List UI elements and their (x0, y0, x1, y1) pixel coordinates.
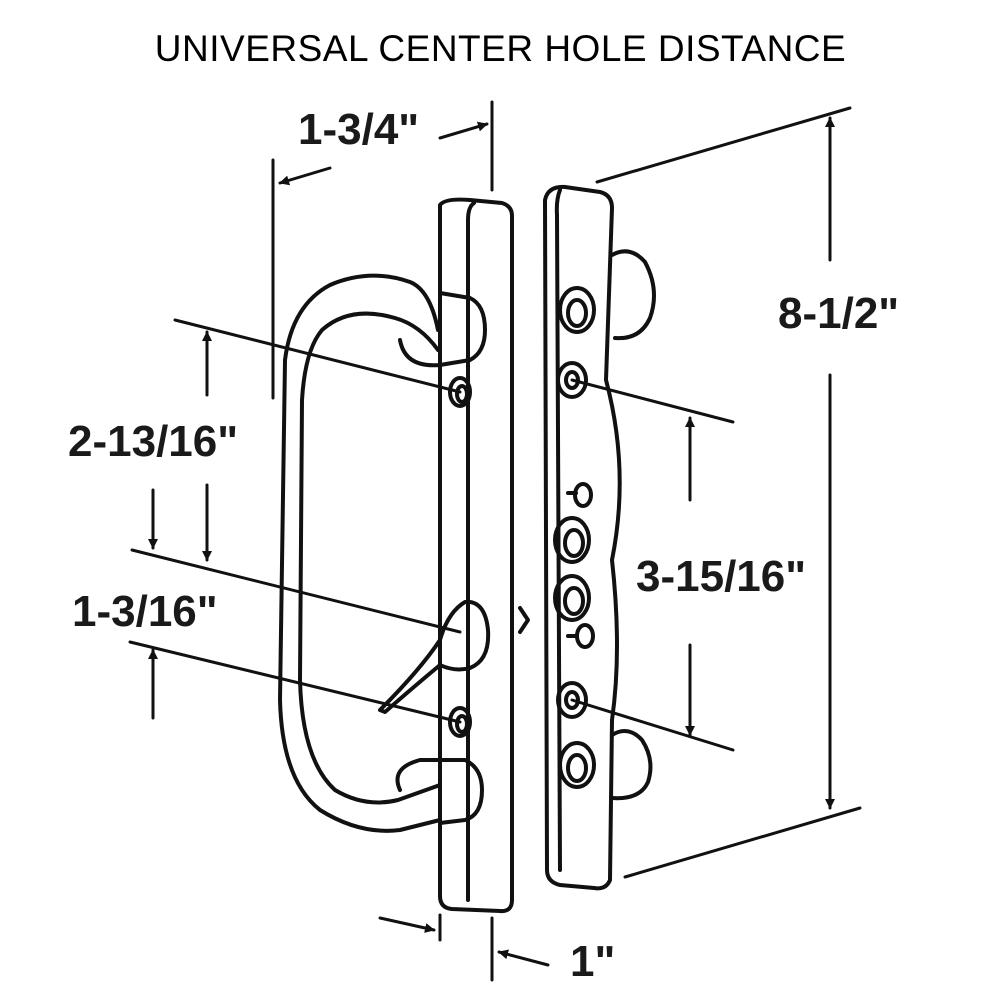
plate-screw-hole-bottom (556, 681, 588, 719)
dimension-lines (128, 100, 862, 982)
screw-hole-bottom (448, 706, 472, 738)
diagram-title: UNIVERSAL CENTER HOLE DISTANCE (154, 28, 847, 69)
thumb-lever (378, 599, 491, 714)
dim-hole-spacing-handle: 2-13/16" (68, 417, 239, 466)
plate-screw-hole-top (556, 361, 588, 399)
screw-hole-top (448, 376, 472, 408)
dim-plate-width: 1" (570, 937, 616, 986)
interior-plate (543, 184, 656, 891)
dim-lever-offset: 1-3/16" (72, 587, 218, 636)
interior-plate-body (543, 184, 622, 891)
dim-hole-spacing-plate: 3-15/16" (636, 552, 807, 601)
pull-handle-bow (278, 273, 442, 833)
exterior-handle (278, 197, 530, 914)
dim-handle-depth: 1-3/4" (298, 105, 420, 154)
dim-overall-height: 8-1/2" (778, 289, 900, 338)
exterior-plate (438, 197, 514, 914)
